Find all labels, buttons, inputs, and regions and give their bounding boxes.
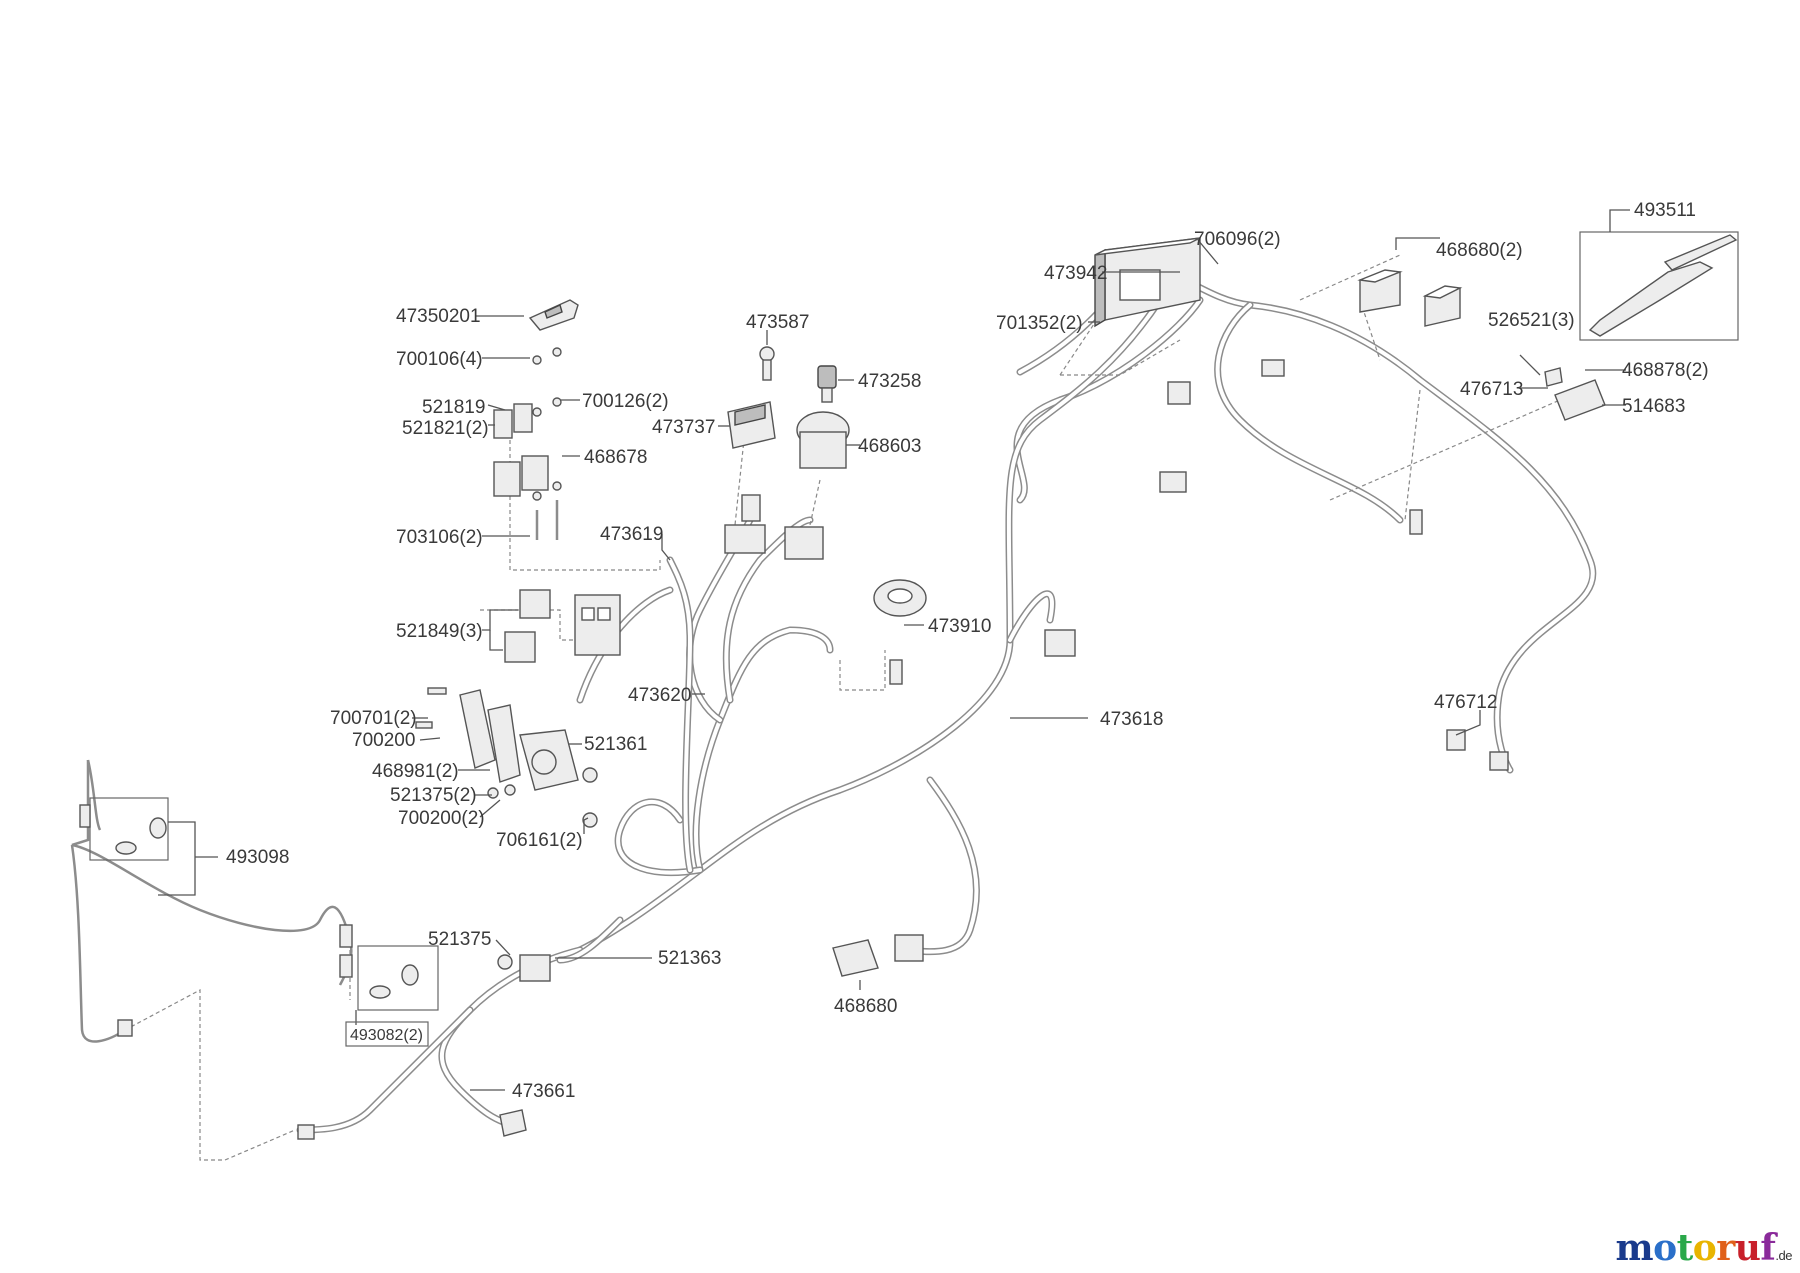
logo-suffix: .de (1775, 1248, 1792, 1263)
logo-letter-4: r (1716, 1227, 1735, 1269)
label-473661: 473661 (512, 1081, 575, 1102)
lower-connectors (297, 954, 551, 1140)
label-box-493082 (345, 1021, 429, 1047)
label-476713: 476713 (1460, 379, 1523, 400)
label-47350201: 47350201 (396, 306, 481, 327)
logo-letter-1: o (1653, 1227, 1677, 1269)
logo-letter-0: m (1615, 1227, 1654, 1269)
label-468680: 468680 (834, 996, 897, 1017)
label-514683: 514683 (1622, 396, 1685, 417)
switch-476712 (1446, 729, 1509, 771)
switch-514683 (1544, 367, 1606, 421)
label-700200: 700200 (352, 730, 415, 751)
label-521363: 521363 (658, 948, 721, 969)
seat-switch-468680 (832, 934, 924, 977)
label-703106-2: 703106(2) (396, 527, 483, 548)
label-473942: 473942 (1044, 263, 1107, 284)
switch-group (724, 346, 850, 560)
label-473620: 473620 (628, 685, 691, 706)
fuse-holder-parts (493, 347, 562, 540)
motoruf-logo: motoruf.de (1616, 1227, 1793, 1269)
leader-lines (158, 209, 1630, 1091)
label-521375-2: 521375(2) (390, 785, 477, 806)
label-473258: 473258 (858, 371, 921, 392)
label-468603: 468603 (858, 436, 921, 457)
label-493098: 493098 (226, 847, 289, 868)
connector-468680-top (1357, 269, 1463, 327)
label-700126-2: 700126(2) (582, 391, 669, 412)
kit-box-493511 (1579, 231, 1739, 341)
label-473737: 473737 (652, 417, 715, 438)
label-700200-2: 700200(2) (398, 808, 485, 829)
label-476712: 476712 (1434, 692, 1497, 713)
solenoid-521361 (415, 687, 598, 828)
label-700701-2: 700701(2) (330, 708, 417, 729)
label-473910: 473910 (928, 616, 991, 637)
sensors-left (79, 797, 439, 1037)
label-521361: 521361 (584, 734, 647, 755)
cap-47350201 (528, 299, 579, 331)
bracket-493511 (1588, 234, 1738, 337)
label-521819: 521819 (422, 397, 485, 418)
label-468678: 468678 (584, 447, 647, 468)
sensor-harness-493098 (70, 759, 353, 1043)
logo-letter-3: o (1692, 1227, 1717, 1269)
label-706096-2: 706096(2) (1194, 229, 1281, 250)
label-493511: 493511 (1634, 200, 1696, 221)
label-700106-4: 700106(4) (396, 349, 483, 370)
label-468981-2: 468981(2) (372, 761, 459, 782)
label-473587: 473587 (746, 312, 809, 333)
label-526521-3: 526521(3) (1488, 310, 1575, 331)
control-module-473942 (1094, 237, 1201, 328)
label-706161-2: 706161(2) (496, 830, 583, 851)
main-harness-473618 (296, 264, 1597, 1134)
reference-dashed-lines (124, 254, 1561, 1161)
part-labels: 493511 468680(2) 706096(2) 473942 701352… (226, 200, 1709, 1102)
logo-letter-2: t (1676, 1227, 1694, 1269)
label-493082-2: 493082(2) (350, 1027, 423, 1044)
logo-letter-6: f (1760, 1227, 1776, 1269)
label-521375: 521375 (428, 929, 491, 950)
grommet-473910 (873, 579, 927, 685)
relays-521849 (504, 589, 621, 663)
label-473618: 473618 (1100, 709, 1163, 730)
logo-letter-5: u (1734, 1227, 1761, 1269)
label-521849-3: 521849(3) (396, 621, 483, 642)
harness-connectors (1044, 359, 1423, 657)
label-521821-2: 521821(2) (402, 418, 489, 439)
label-468680-2: 468680(2) (1436, 240, 1523, 261)
label-468878-2: 468878(2) (1622, 360, 1709, 381)
label-701352-2: 701352(2) (996, 313, 1083, 334)
label-473619: 473619 (600, 524, 663, 545)
